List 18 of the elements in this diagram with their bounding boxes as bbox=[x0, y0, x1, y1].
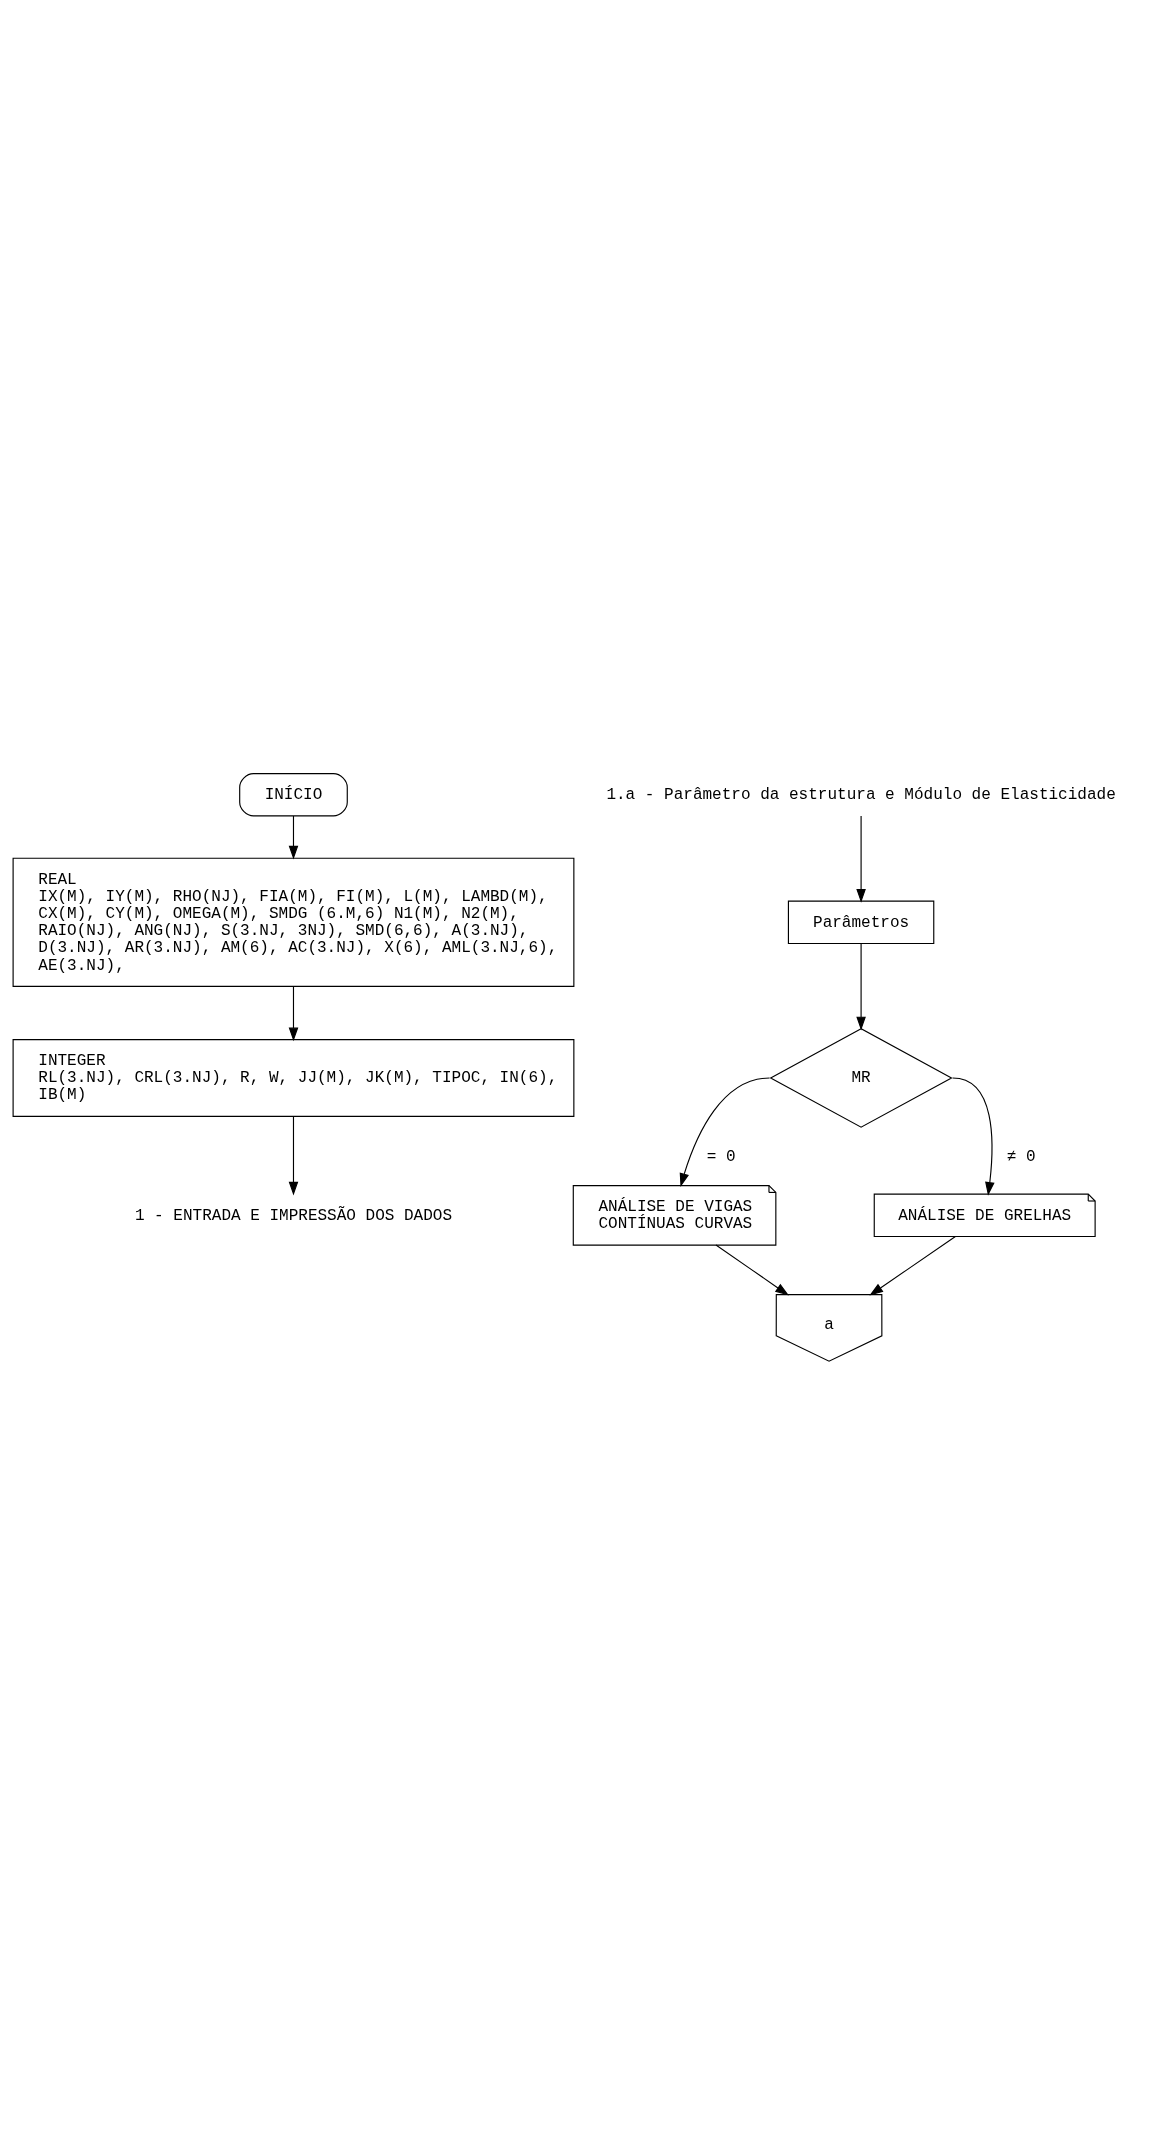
node-box: INÍCIO bbox=[239, 772, 348, 816]
node-box: INTEGER RL(3.NJ), CRL(3.NJ), R, W, JJ(M), JK(M), TIPOC, IN(6), IB(M) bbox=[12, 1038, 575, 1117]
node-box: Parâmetros bbox=[787, 900, 935, 944]
arrow bbox=[288, 985, 299, 1041]
node-text: 1.a - Parâmetro da estrutura e Módulo de Elasticidade bbox=[606, 785, 1116, 804]
arrow bbox=[715, 1244, 789, 1296]
arrow bbox=[679, 1076, 771, 1187]
arrow bbox=[856, 814, 866, 903]
node-diamond: MR bbox=[769, 1027, 953, 1128]
arrow bbox=[288, 814, 299, 859]
node-text: 1 - ENTRADA E IMPRESSÃO DOS DADOS bbox=[134, 1206, 453, 1225]
arrow bbox=[288, 1115, 299, 1195]
edge-label: = 0 bbox=[706, 1147, 736, 1166]
arrow bbox=[869, 1235, 956, 1296]
edge-label: ≠ 0 bbox=[1006, 1147, 1036, 1166]
node-box: REAL IX(M), IY(M), RHO(NJ), FIA(M), FI(M), L(M), LAMBD(M), CX(M), CY(M), OMEGA(M), SMDG (6.M,6) N1(M), N2(M), RAIO(NJ), ANG(NJ), S(3.NJ, 3NJ), SMD(6,6), A(3.NJ), D(3.NJ), AR(3.NJ), AM(6), AC(3.NJ), X(6), AML(3.NJ,6), AE(3.NJ), bbox=[12, 857, 575, 987]
arrow bbox=[952, 1076, 995, 1196]
arrow bbox=[856, 942, 866, 1030]
